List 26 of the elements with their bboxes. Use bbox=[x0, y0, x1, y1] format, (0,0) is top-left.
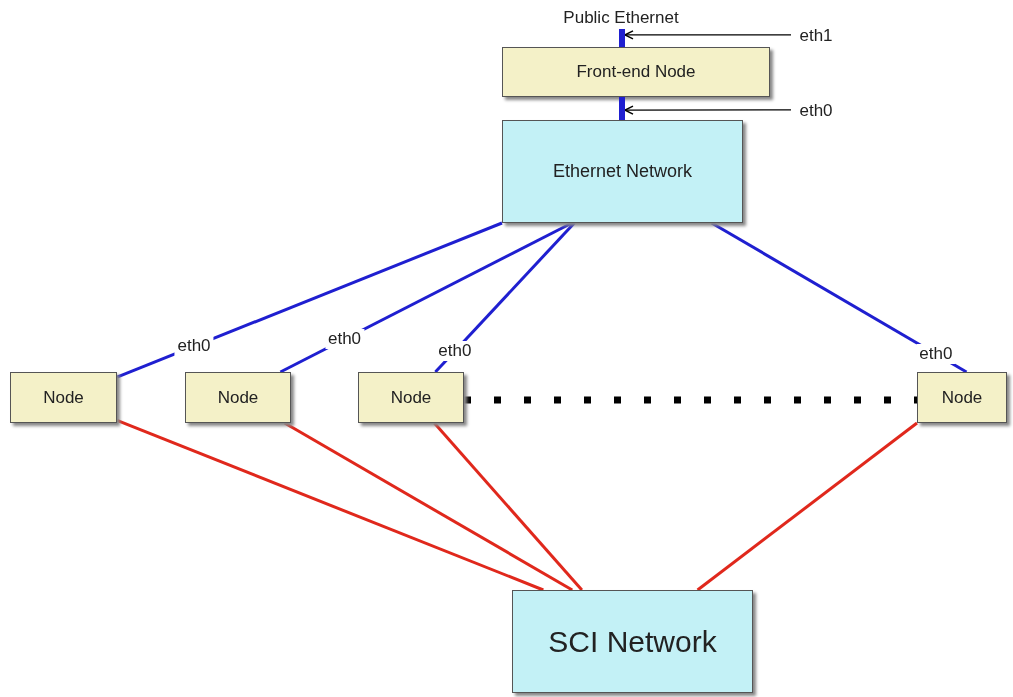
connector-line bbox=[116, 419, 544, 592]
connector-line bbox=[696, 421, 918, 592]
edge-label: eth0 bbox=[916, 344, 956, 365]
connector-line bbox=[116, 221, 503, 379]
network-box: Ethernet Network bbox=[502, 120, 743, 223]
connector-line bbox=[434, 221, 576, 374]
connector-line bbox=[710, 221, 968, 374]
process-box: Node bbox=[10, 372, 117, 423]
port-bar bbox=[619, 97, 625, 120]
connector-line bbox=[433, 422, 583, 591]
process-box: Front-end Node bbox=[502, 47, 770, 97]
text-label: eth0 bbox=[791, 100, 841, 122]
dotted-line bbox=[464, 396, 917, 404]
connector-line bbox=[283, 421, 573, 592]
process-box: Node bbox=[358, 372, 464, 423]
process-box: Node bbox=[917, 372, 1007, 423]
process-box: Node bbox=[185, 372, 291, 423]
leader-line bbox=[624, 30, 792, 40]
text-label: Public Ethernet bbox=[560, 7, 682, 29]
connector-line bbox=[279, 221, 573, 374]
network-box: SCI Network bbox=[512, 590, 753, 693]
edge-label: eth0 bbox=[324, 329, 365, 350]
edge-label: eth0 bbox=[174, 336, 214, 357]
text-label: eth1 bbox=[791, 25, 841, 47]
port-bar bbox=[619, 29, 625, 47]
leader-line bbox=[624, 105, 792, 115]
